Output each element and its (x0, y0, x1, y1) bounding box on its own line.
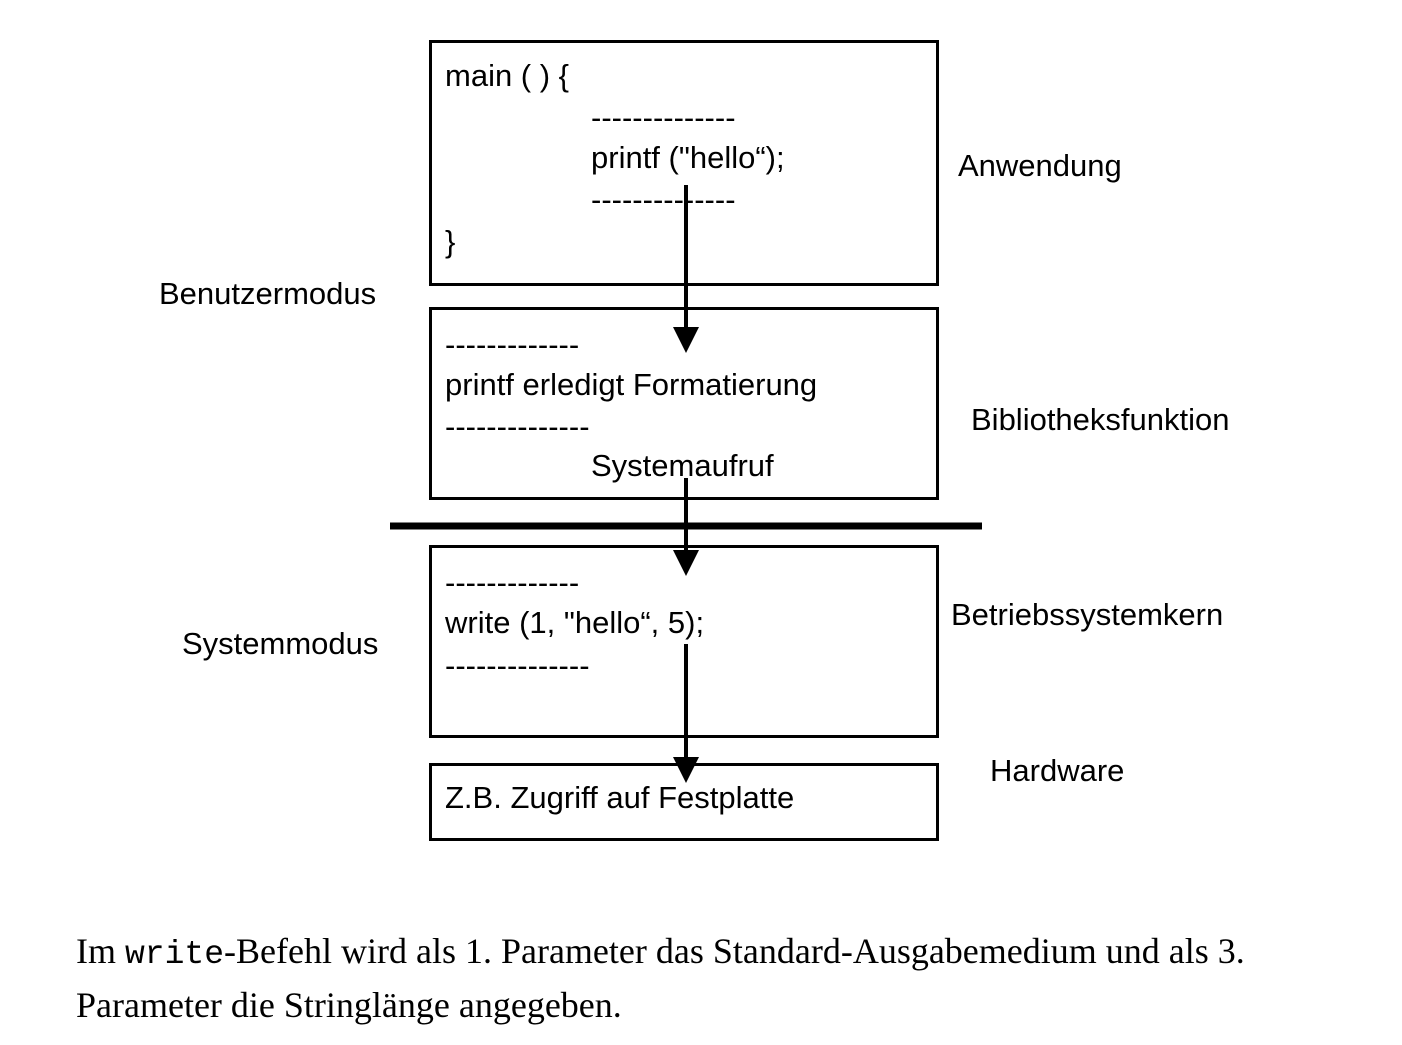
main-function-line: main ( ) { (445, 58, 570, 93)
hardware-access-text: Z.B. Zugriff auf Festplatte (445, 780, 795, 815)
kernel-separator-bottom: -------------- (445, 648, 590, 683)
lib-separator-top: ------------- (445, 327, 580, 362)
caption-code: write (125, 936, 225, 973)
closing-brace: } (445, 224, 456, 259)
app-separator-top: -------------- (591, 100, 736, 135)
printf-call: printf ("hello“); (591, 140, 785, 175)
label-application: Anwendung (958, 148, 1122, 183)
kernel-separator-top: ------------- (445, 565, 580, 600)
write-call: write (1, "hello“, 5); (445, 605, 705, 640)
printf-formatting-text: printf erledigt Formatierung (445, 367, 818, 402)
caption-suffix: -Befehl wird als 1. Parameter das Standa… (76, 931, 1245, 1025)
label-system-mode: Systemmodus (182, 626, 379, 661)
label-hardware: Hardware (990, 753, 1125, 788)
label-library-function: Bibliotheksfunktion (971, 402, 1230, 437)
caption-prefix: Im (76, 931, 125, 971)
systemcall-text: Systemaufruf (591, 448, 774, 483)
label-user-mode: Benutzermodus (159, 276, 377, 311)
lib-separator-bottom: -------------- (445, 409, 590, 444)
caption-text: Im write-Befehl wird als 1. Parameter da… (76, 926, 1386, 1030)
app-separator-bottom: -------------- (591, 182, 736, 217)
label-kernel: Betriebssystemkern (951, 597, 1224, 632)
